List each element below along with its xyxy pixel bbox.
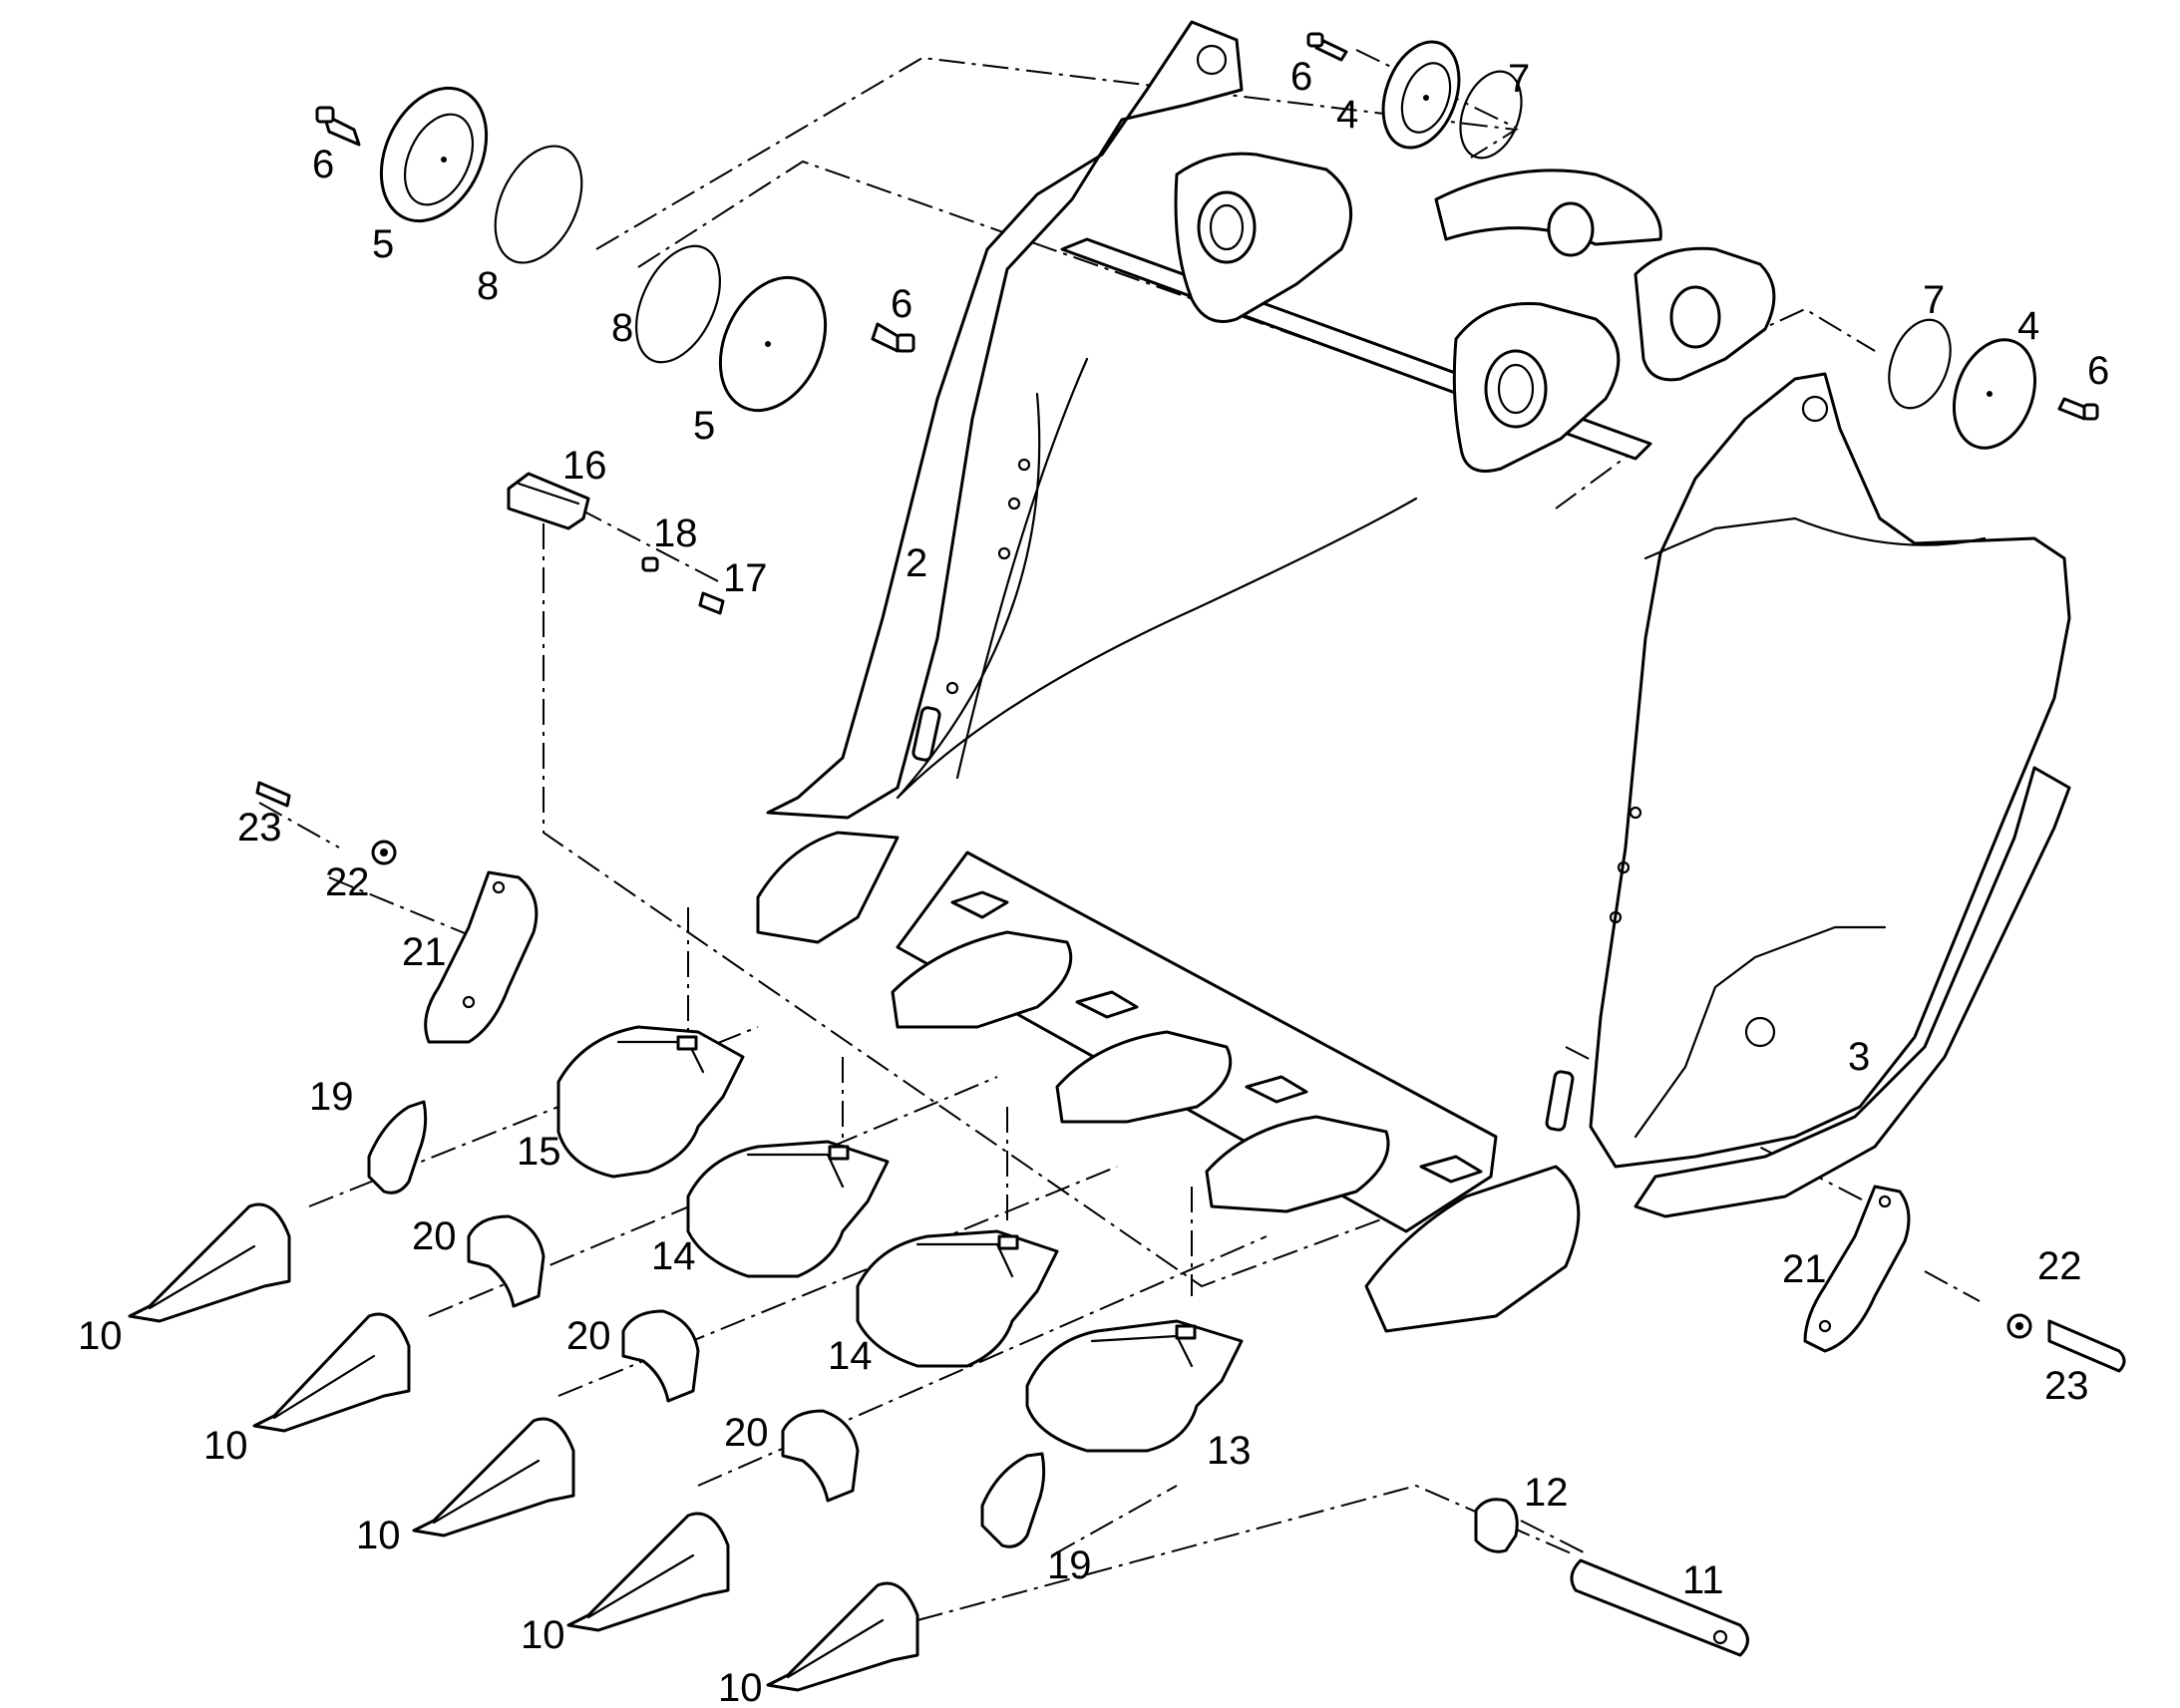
callout-20c: 20 (724, 1411, 769, 1455)
callout-19a: 19 (309, 1075, 354, 1119)
retainer-19-left (367, 1100, 428, 1195)
callout-7a: 7 (1508, 57, 1530, 101)
callout-7b: 7 (1923, 278, 1945, 322)
callout-4b: 4 (2017, 304, 2039, 348)
corner-adapter-right (1364, 1165, 1581, 1333)
lip-shroud-14a (686, 1140, 890, 1278)
bucket-body (756, 20, 2071, 1333)
adapter-4 (1205, 1115, 1390, 1213)
adapter-3 (1055, 1030, 1233, 1124)
hinge-cover-mid-left (635, 244, 915, 413)
callout-20b: 20 (566, 1314, 611, 1358)
hinge-cover-right (1888, 318, 2099, 450)
callout-5b: 5 (693, 404, 715, 448)
right-side-plate (1589, 372, 2071, 1169)
lock-12 (1474, 1498, 1519, 1553)
callout-18: 18 (653, 512, 698, 555)
callout-10e: 10 (718, 1666, 763, 1708)
callout-22a: 22 (325, 860, 370, 904)
callout-23a: 23 (237, 806, 282, 850)
upper-ear-right (1434, 169, 1662, 246)
lip-shroud-15 (556, 1025, 745, 1179)
side-guard-left (255, 781, 539, 1044)
callout-10b: 10 (203, 1424, 248, 1468)
callout-14a: 14 (651, 1234, 696, 1278)
adapter-1 (756, 831, 900, 944)
callout-10c: 10 (356, 1514, 401, 1557)
tooth-4 (566, 1512, 730, 1632)
callout-6d: 6 (2087, 349, 2109, 393)
callout-4a: 4 (1336, 93, 1358, 137)
callout-labels: 2 3 4 4 5 5 6 6 6 6 7 7 8 8 10 10 10 10 … (78, 55, 2109, 1708)
tooth-3 (412, 1417, 575, 1537)
left-side-plate (766, 20, 1244, 820)
callout-20a: 20 (412, 1214, 457, 1258)
lip-shroud-14b (856, 1229, 1059, 1368)
retainer-20-c (781, 1409, 860, 1503)
pin-11 (1570, 1558, 1749, 1657)
callout-13: 13 (1207, 1429, 1252, 1473)
callout-23b: 23 (2044, 1364, 2089, 1408)
hinge-cover-upper-left (315, 86, 583, 264)
lip-shroud-13 (1025, 1319, 1244, 1453)
retainer-20-a (467, 1214, 545, 1308)
tooth-1 (128, 1202, 291, 1323)
callout-11: 11 (1682, 1558, 1724, 1602)
adapter-2 (891, 930, 1073, 1029)
callout-3: 3 (1848, 1035, 1870, 1079)
callout-21b: 21 (1782, 1247, 1827, 1291)
lock-clip-assembly (507, 472, 725, 615)
retainer-20-b (621, 1309, 700, 1403)
hinge-cover-upper-mid (1306, 32, 1523, 160)
callout-5a: 5 (372, 222, 394, 266)
retainer-19-bottom (980, 1452, 1046, 1548)
callout-10a: 10 (78, 1314, 123, 1358)
callout-15: 15 (517, 1130, 561, 1174)
tooth-2 (252, 1312, 411, 1433)
callout-14b: 14 (828, 1334, 873, 1378)
callout-2: 2 (906, 541, 927, 585)
side-cutter-right (1634, 766, 2071, 1218)
callout-8a: 8 (477, 264, 499, 308)
callout-21a: 21 (402, 930, 447, 974)
callout-10d: 10 (521, 1613, 565, 1657)
callout-17: 17 (723, 556, 768, 600)
callout-6b: 6 (891, 282, 912, 326)
callout-16: 16 (562, 444, 607, 488)
callout-8b: 8 (611, 306, 633, 350)
tooth-5 (766, 1581, 919, 1692)
callout-22b: 22 (2037, 1244, 2082, 1288)
callout-6a: 6 (312, 143, 334, 186)
callout-6c: 6 (1290, 55, 1312, 99)
callout-19b: 19 (1047, 1543, 1092, 1587)
callout-12: 12 (1524, 1471, 1569, 1515)
side-guard-right (1803, 1185, 2126, 1373)
